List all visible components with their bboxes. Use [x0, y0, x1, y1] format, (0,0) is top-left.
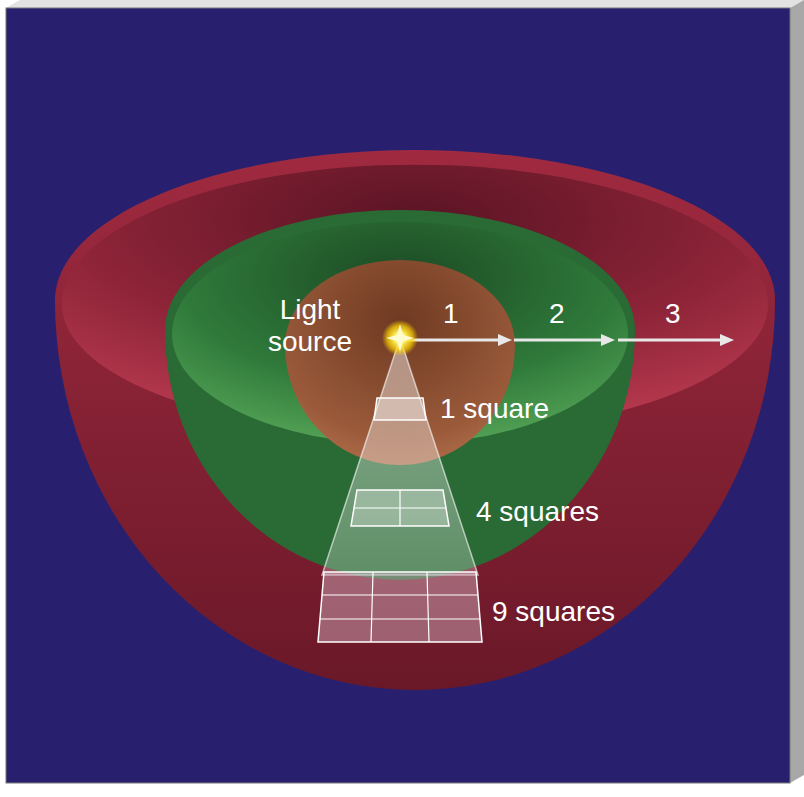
distance-number: 3 — [665, 298, 681, 330]
area-label: 1 square — [440, 393, 549, 425]
light-glow — [382, 320, 418, 356]
middle-shell — [165, 210, 635, 580]
area-label: 9 squares — [492, 596, 615, 628]
light-beam — [318, 338, 482, 642]
panel — [6, 8, 790, 783]
frame-side — [790, 0, 804, 783]
distance-number: 1 — [443, 298, 459, 330]
distance-number: 2 — [549, 298, 565, 330]
frame-top — [6, 0, 804, 8]
source-label: Light source — [246, 294, 374, 358]
outer-shell — [55, 150, 775, 690]
middle-shell-inside — [172, 222, 628, 444]
distance-arrows — [405, 334, 734, 346]
area-label: 4 squares — [476, 496, 599, 528]
light-star — [386, 324, 414, 352]
